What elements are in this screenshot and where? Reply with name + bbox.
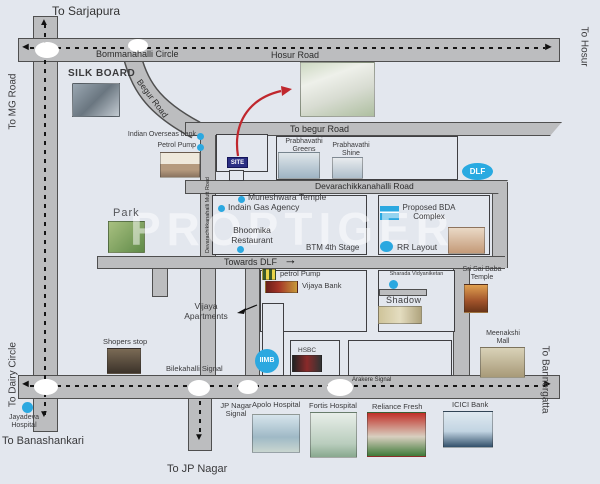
arrow-east-bannergatta: ► — [542, 378, 553, 390]
roundabout-sarjapura — [35, 42, 59, 58]
photo-fortis-hospital — [310, 412, 357, 458]
photo-meenakshi-mall — [480, 347, 525, 378]
roundabout-bilekahalli-signal — [238, 380, 258, 394]
photo-reliance-fresh — [367, 412, 426, 457]
jayadeva-hospital-label: Jayadeva Hospital — [9, 414, 39, 429]
edge-label-to-hosur: To Hosur — [578, 26, 590, 67]
block-empty — [348, 340, 452, 376]
prabhavathi-shine-label: Prabhavathi Shine — [332, 142, 370, 157]
petrol-pump-icon — [262, 269, 276, 280]
photo-park — [108, 221, 145, 253]
arrow-north-sarjapura: ▲ — [39, 17, 49, 28]
photo-shadow-building — [378, 306, 422, 324]
edge-label-to-jp-nagar: To JP Nagar — [167, 463, 228, 475]
edge-label-to-dairy-circle: To Dairy Circle — [7, 342, 19, 408]
btm-4th-stage-label: BTM 4th Stage — [306, 243, 360, 252]
photo-project-building — [300, 62, 375, 117]
road-hosur — [18, 38, 560, 62]
prabhavathi-greens-label: Prabhavathi Greens — [285, 138, 323, 153]
muneshwara-temple-label: Muneshwara Temple — [248, 192, 327, 202]
bilekahalli-signal-label: Bilekahalli Signal — [166, 364, 223, 373]
arrow-east-hosur: ► — [543, 41, 554, 53]
photo-hsbc-sign — [292, 355, 322, 372]
fortis-hospital-label: Fortis Hospital — [309, 401, 357, 410]
devarachikkanahalli-road-label: Devarachikkanahalli Road — [315, 181, 414, 191]
mutt-road-label: Devarachikkanahalli Mutt Road — [204, 177, 211, 254]
photo-sri-sai-baba — [464, 284, 488, 313]
towards-dlf-label: Towards DLF — [224, 257, 278, 267]
photo-prabhavathi-greens — [278, 152, 320, 179]
hsbc-label: HSBC — [298, 347, 317, 354]
muneshwara-temple-dot — [238, 196, 245, 203]
petrol-pump-dot — [197, 144, 204, 151]
arrow-west-dairy-circle: ◄ — [20, 378, 31, 390]
road-park-stub — [152, 268, 168, 297]
edge-label-to-bannergatta: To Bannergatta — [539, 345, 551, 414]
vijaya-bank-label: Vijaya Bank — [302, 281, 342, 290]
bottom-road-centerline — [30, 385, 545, 387]
rr-layout-dot — [380, 241, 393, 252]
jp-nagar-signal-label: JP Nagar Signal — [220, 401, 252, 419]
photo-vijaya-bank-sign — [265, 281, 298, 293]
hosur-road-label: Hosur Road — [271, 50, 320, 60]
hosur-road-centerline — [30, 47, 545, 49]
indain-gas-agency-label: Indain Gas Agency — [228, 202, 300, 212]
edge-label-to-banashankari: To Banashankari — [2, 435, 84, 447]
left-road-centerline — [44, 24, 46, 416]
arrow-south-jp-nagar: ▼ — [194, 432, 204, 443]
rr-layout-label: RR Layout — [397, 242, 438, 252]
apolo-hospital-label: Apolo Hospital — [252, 400, 301, 409]
photo-petrol-pump — [160, 152, 200, 178]
silk-board-label: SILK BOARD — [68, 68, 136, 79]
jp-nagar-road-centerline — [199, 401, 201, 437]
photo-silk-board-flyover — [72, 83, 120, 117]
arrow-south-banashankari: ▼ — [39, 409, 49, 420]
bommanahalli-circle-label: Bommanahalli Circle — [96, 49, 179, 59]
reliance-fresh-label: Reliance Fresh — [372, 402, 423, 411]
park-label: Park — [113, 207, 140, 219]
site-badge: SITE — [227, 157, 248, 168]
block-btm-4th-stage — [212, 195, 367, 255]
photo-prabhavathi-shine — [332, 157, 363, 179]
edge-label-to-mg-road: To MG Road — [7, 73, 19, 130]
iimb-badge: IIMB — [255, 349, 279, 373]
roundabout-bommanahalli-circle — [128, 39, 148, 52]
shopers-stop-label: Shopers stop — [103, 337, 148, 346]
to-begur-road-label: To begur Road — [290, 124, 350, 134]
sri-sai-baba-temple-label: Sri Sai Baba Temple — [462, 266, 502, 281]
block-site-stub — [229, 170, 244, 181]
bhoomika-restaurant-dot — [237, 246, 244, 253]
towards-dlf-arrow: → — [284, 252, 297, 267]
sharada-vidyaniketan-dot — [389, 280, 398, 289]
roundabout-dairy-circle — [34, 379, 58, 395]
dlf-badge: DLF — [462, 163, 493, 180]
sharada-vidyaniketan-label: Sharada Vidyaniketan — [389, 271, 444, 277]
arrow-west-mg-road: ◄ — [20, 41, 31, 53]
roundabout-jp-nagar-signal — [188, 380, 210, 396]
petrol-pump-north-label: Petrol Pump — [157, 142, 196, 149]
arakere-signal-label: Arakere Signal — [352, 377, 392, 383]
vijaya-apartments-label: Vijaya Apartments — [184, 301, 228, 321]
meenakshi-mall-label: Meenakshi Mall — [486, 330, 520, 345]
indian-overseas-bank-dot — [197, 133, 204, 140]
icici-bank-label: ICICI Bank — [452, 400, 489, 409]
indian-overseas-bank-label: Indian Overseas bank — [127, 131, 196, 138]
road-bottom — [18, 375, 560, 399]
proposed-bda-complex-label: Proposed BDA Complex — [402, 203, 456, 221]
photo-shopers-stop — [107, 348, 141, 374]
photo-bda-building — [448, 227, 485, 254]
indain-gas-agency-dot — [218, 205, 225, 212]
edge-label-to-sarjapura: To Sarjapura — [52, 4, 121, 18]
bda-complex-icon — [380, 206, 399, 220]
roundabout-arakere-signal — [327, 379, 353, 396]
bhoomika-restaurant-label: Bhoomika Restaurant — [231, 225, 273, 245]
sharada-inner-road — [379, 289, 427, 296]
petrol-pump-mid-label: petrol Pump — [280, 269, 321, 278]
photo-apolo-hospital — [252, 414, 300, 453]
photo-icici-bank — [443, 411, 493, 448]
jayadeva-hospital-dot — [22, 402, 33, 413]
shadow-label: Shadow — [386, 295, 422, 305]
